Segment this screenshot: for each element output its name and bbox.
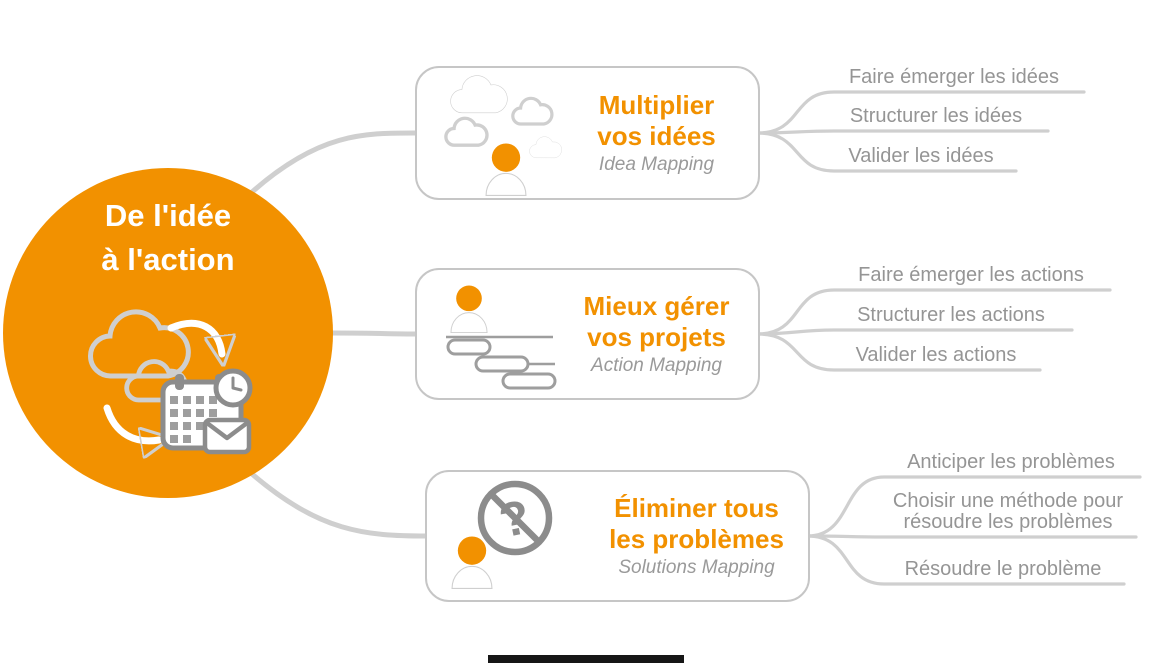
bottom-bar — [488, 655, 684, 663]
branch-title: Multiplier vos idées — [597, 89, 716, 151]
person-icon — [485, 142, 527, 196]
no-question-icon: ? — [477, 480, 553, 555]
person-gantt-icon — [446, 285, 557, 390]
branch-node-idea-mapping: Multiplier vos idées Idea Mapping — [415, 66, 760, 200]
branch-subtitle: Action Mapping — [591, 355, 722, 377]
clock-icon — [213, 368, 253, 408]
calendar-icon — [160, 368, 253, 455]
branch-node-solutions-mapping: ? Éliminer tous les problèmes Solutions … — [425, 470, 810, 602]
branch-subtitle: Idea Mapping — [598, 154, 715, 176]
person-icon — [450, 285, 488, 334]
idea-to-action-icon — [3, 168, 253, 498]
leaf-choisir-methode: Choisir une méthode pour résoudre les pr… — [892, 490, 1124, 533]
root-title: De l'idée à l'action — [101, 198, 235, 278]
leaf-resoudre-probleme: Résoudre le problème — [904, 558, 1102, 580]
gantt-bars-icon — [446, 335, 557, 390]
leaf-structurer-actions: Structurer les actions — [857, 304, 1045, 326]
person-icon — [451, 535, 493, 589]
leaf-valider-actions: Valider les actions — [855, 344, 1017, 366]
branch-node-action-mapping: Mieux gérer vos projets Action Mapping — [415, 268, 760, 400]
branch-title: Mieux gérer vos projets — [583, 290, 730, 352]
branch-title: Éliminer tous les problèmes — [609, 492, 784, 554]
leaf-anticiper-problemes: Anticiper les problèmes — [907, 451, 1115, 473]
branch-subtitle: Solutions Mapping — [618, 557, 775, 579]
leaf-faire-emerger-actions: Faire émerger les actions — [858, 264, 1084, 286]
leaf-valider-idees: Valider les idées — [848, 145, 994, 167]
root-node: De l'idée à l'action — [3, 168, 333, 498]
envelope-icon — [202, 417, 252, 455]
cycle-arrows-icon — [103, 319, 222, 441]
leaf-faire-emerger-idees: Faire émerger les idées — [848, 66, 1060, 88]
clouds-person-icon — [444, 75, 562, 196]
person-no-problem-icon: ? — [451, 480, 553, 589]
leaf-structurer-idees: Structurer les idées — [849, 105, 1023, 127]
